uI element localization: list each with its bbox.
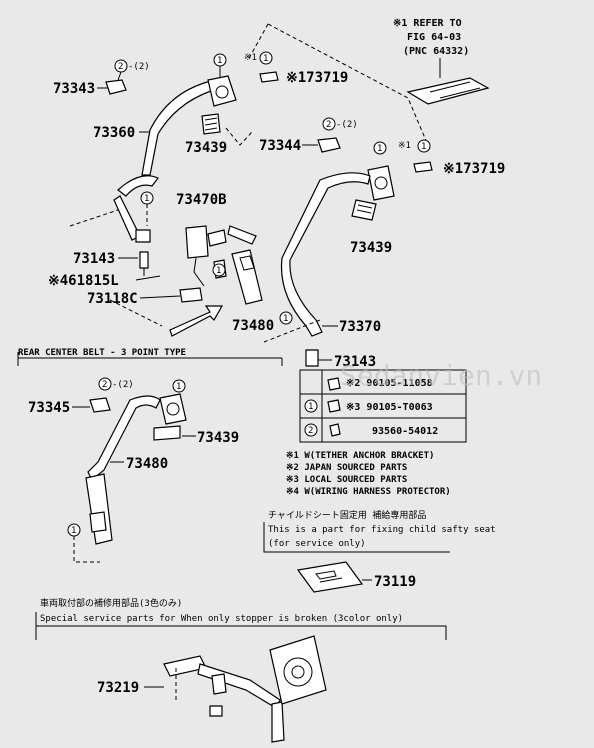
buckle-73470b [185, 225, 209, 259]
svg-text:1: 1 [217, 56, 222, 66]
star1-right: ※1 [398, 141, 411, 151]
special-en: Special service parts for When only stop… [40, 614, 403, 624]
table-row-1-code: ※2 90105-11058 [346, 378, 433, 389]
anchor-bracket-73119 [296, 561, 364, 593]
note-1: ※1 W(TETHER ANCHOR BRACKET) [286, 451, 434, 461]
label-73470b: 73470B [176, 192, 227, 208]
label-73480-upper: 73480 [232, 318, 274, 334]
retractor-rear [159, 393, 187, 425]
refer-line3: (PNC 64332) [403, 46, 469, 57]
belt-73370 [280, 172, 371, 337]
svg-text:2: 2 [326, 120, 331, 130]
bolt-cap-73345 [89, 397, 111, 413]
child-seat-note: (for service only) [268, 539, 366, 549]
svg-text:1: 1 [283, 314, 288, 324]
label-73370: 73370 [339, 319, 381, 335]
label-73360: 73360 [93, 125, 135, 141]
retractor-right [367, 165, 395, 201]
section-rear-center: REAR CENTER BELT - 3 POINT TYPE [18, 348, 186, 358]
svg-text:2: 2 [118, 62, 123, 72]
svg-text:1: 1 [308, 402, 313, 412]
svg-text:-(2): -(2) [128, 62, 150, 72]
svg-text:-(2): -(2) [336, 120, 358, 130]
label-73344: 73344 [259, 138, 301, 154]
label-73719-upper: ※173719 [286, 70, 348, 86]
svg-text:1: 1 [71, 526, 76, 536]
child-seat-jp: チャイルドシート固定用 補給専用部品 [268, 509, 426, 521]
label-73343: 73343 [53, 81, 95, 97]
svg-text:-(2): -(2) [112, 380, 134, 390]
label-73719-right: ※173719 [443, 161, 505, 177]
reference-outline [225, 23, 431, 151]
stopper-73219 [163, 655, 285, 743]
retractor-upper [207, 75, 237, 107]
label-73219: 73219 [97, 680, 139, 696]
label-73345: 73345 [28, 400, 70, 416]
label-73143-upper: 73143 [73, 251, 115, 267]
note-3: ※3 LOCAL SOURCED PARTS [286, 475, 407, 485]
bolt-cap-73344 [317, 137, 341, 153]
refer-line1: ※1 REFER TO [393, 18, 462, 29]
child-seat-en: This is a part for fixing child safty se… [268, 525, 496, 535]
bolt-cap-73343 [105, 79, 127, 95]
svg-text:2: 2 [308, 426, 313, 436]
belt-73480-rear [87, 395, 161, 481]
bolt-73143-upper [139, 251, 149, 269]
label-73439-upper: 73439 [185, 140, 227, 156]
direction-arrow [169, 305, 224, 337]
label-61815l: ※461815L [48, 273, 119, 289]
label-73118c: 73118C [87, 291, 138, 307]
watermark: Sedanvien.vn [340, 359, 542, 392]
fastener-table: 1 2 ※2 90105-11058 ※3 90105-T0063 93560-… [299, 369, 467, 443]
special-jp: 車両取付部の補修用部品(3色のみ) [40, 597, 182, 609]
svg-text:1: 1 [144, 194, 149, 204]
label-73143-right: 73143 [334, 354, 376, 370]
harness-73118c [179, 287, 203, 303]
svg-text:1: 1 [176, 382, 181, 392]
table-row-3-code: 93560-54012 [372, 426, 438, 437]
label-73439-rear: 73439 [197, 430, 239, 446]
anchor-cover-part [406, 77, 490, 105]
svg-text:1: 1 [263, 54, 268, 64]
svg-text:1: 1 [421, 142, 426, 152]
label-73480-rear: 73480 [126, 456, 168, 472]
label-73439-right: 73439 [350, 240, 392, 256]
label-73119: 73119 [374, 574, 416, 590]
svg-text:1: 1 [216, 266, 221, 276]
note-2: ※2 JAPAN SOURCED PARTS [286, 463, 407, 473]
svg-text:2: 2 [102, 380, 107, 390]
pad-73439-rear [153, 425, 181, 441]
refer-line2: FIG 64-03 [407, 32, 461, 43]
star1-upper: ※1 [244, 53, 257, 63]
table-row-2-code: ※3 90105-T0063 [346, 402, 433, 413]
note-4: ※4 W(WIRING HARNESS PROTECTOR) [286, 487, 451, 497]
svg-text:1: 1 [377, 144, 382, 154]
retractor-service [269, 635, 327, 705]
pad-73439-right [351, 199, 377, 221]
